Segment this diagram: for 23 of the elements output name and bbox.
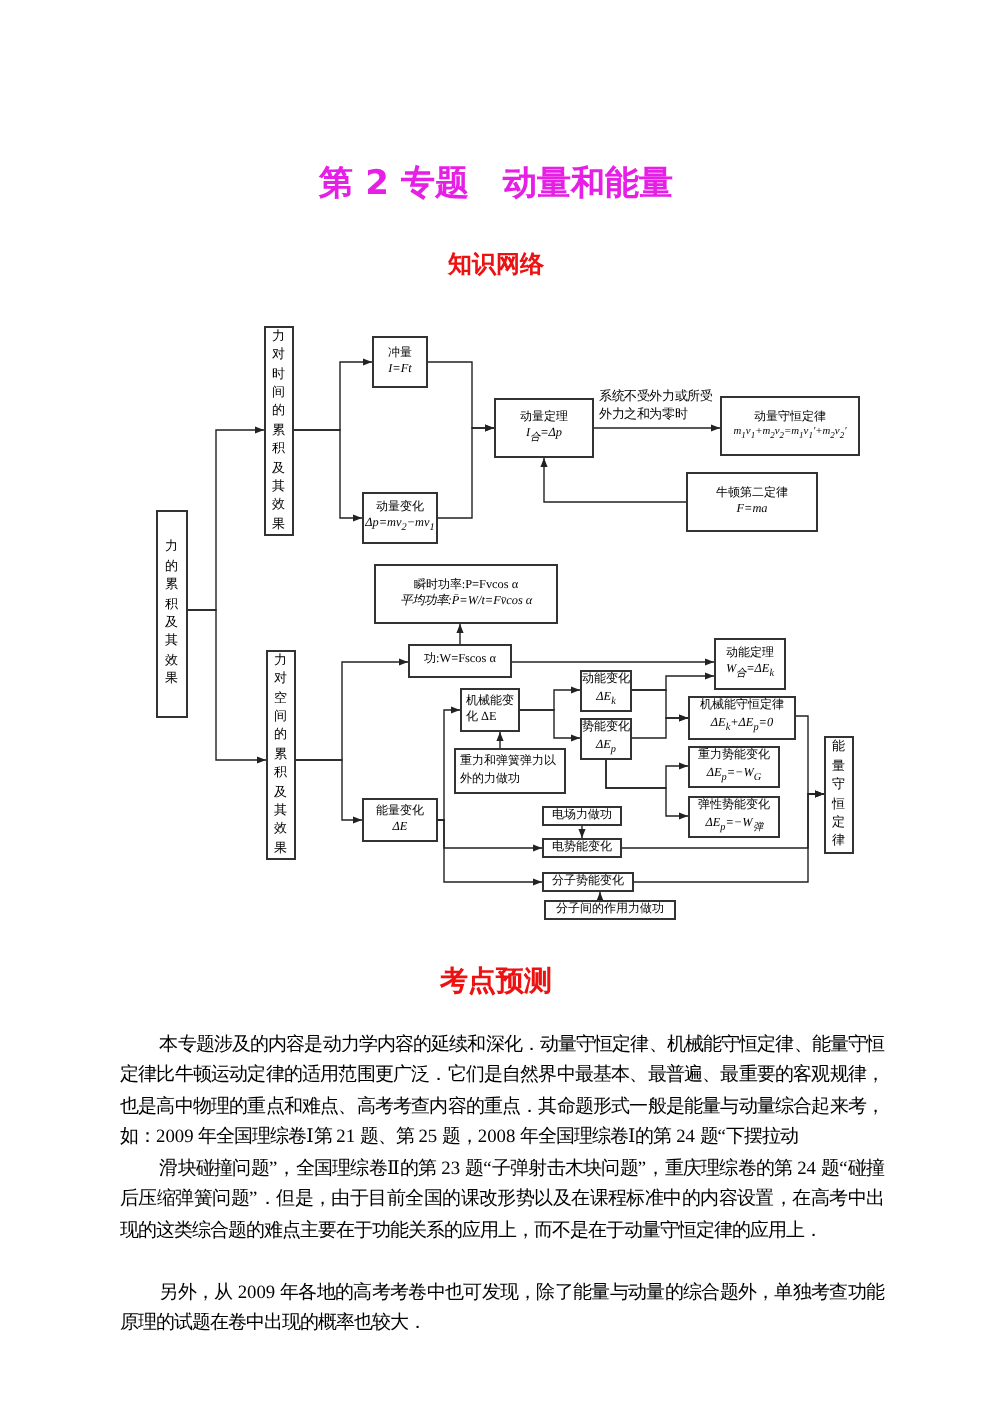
arrow [293,429,363,522]
arrow [496,731,504,749]
paragraph: 滑块碰撞问题”，全国理综卷Ⅱ的第 23 题“子弹射击木块问题”，重庆理综卷的第 24 题“碰撞后压缩弹簧问题”．但是，由于目前全国的课改形势以及在课程标准中的内容设置，在高考中出现的这类综合题的难点主要在于功能关系的应用上，而不是在于动量守恒定律的应用上． [120,1156,884,1246]
paragraph: 本专题涉及的内容是动力学内容的延续和深化．动量守恒定律、机械能守恒定律、能量守恒定律比牛顿运动定律的适用范围更广泛．它们是自然界中最基本、最普遍、最重要的客观规律，也是高中物理的重点和难点、高考考查内容的重点．其命题形式一般是能量与动量综合起来考，如：2009 年全国理综卷Ⅰ第 21 题、第 25 题，2008 年全国理综卷Ⅰ的第 24 题“下摆拉动 [120,1032,884,1152]
arrow [519,709,581,742]
arrow [596,891,604,901]
arrow [511,658,715,666]
arrow [633,790,825,883]
page-title: 第 2 专题 动量和能量 [317,162,675,206]
arrow [437,706,461,821]
arrow [631,714,689,739]
arrow [593,424,721,432]
arrow [578,825,586,839]
section-heading: 考点预测 [438,964,554,1000]
section-heading: 知识网络 [445,248,546,282]
arrow [437,819,543,886]
arrow [187,609,267,764]
arrow [456,623,464,645]
arrow [437,424,495,519]
arrow [540,457,687,503]
arrow [295,759,363,824]
arrow [605,759,689,820]
paragraph: 另外，从 2009 年各地的高考考卷中也可发现，除了能量与动量的综合题外，单独考查功能原理的试题在卷中出现的概率也较大． [120,1280,884,1339]
